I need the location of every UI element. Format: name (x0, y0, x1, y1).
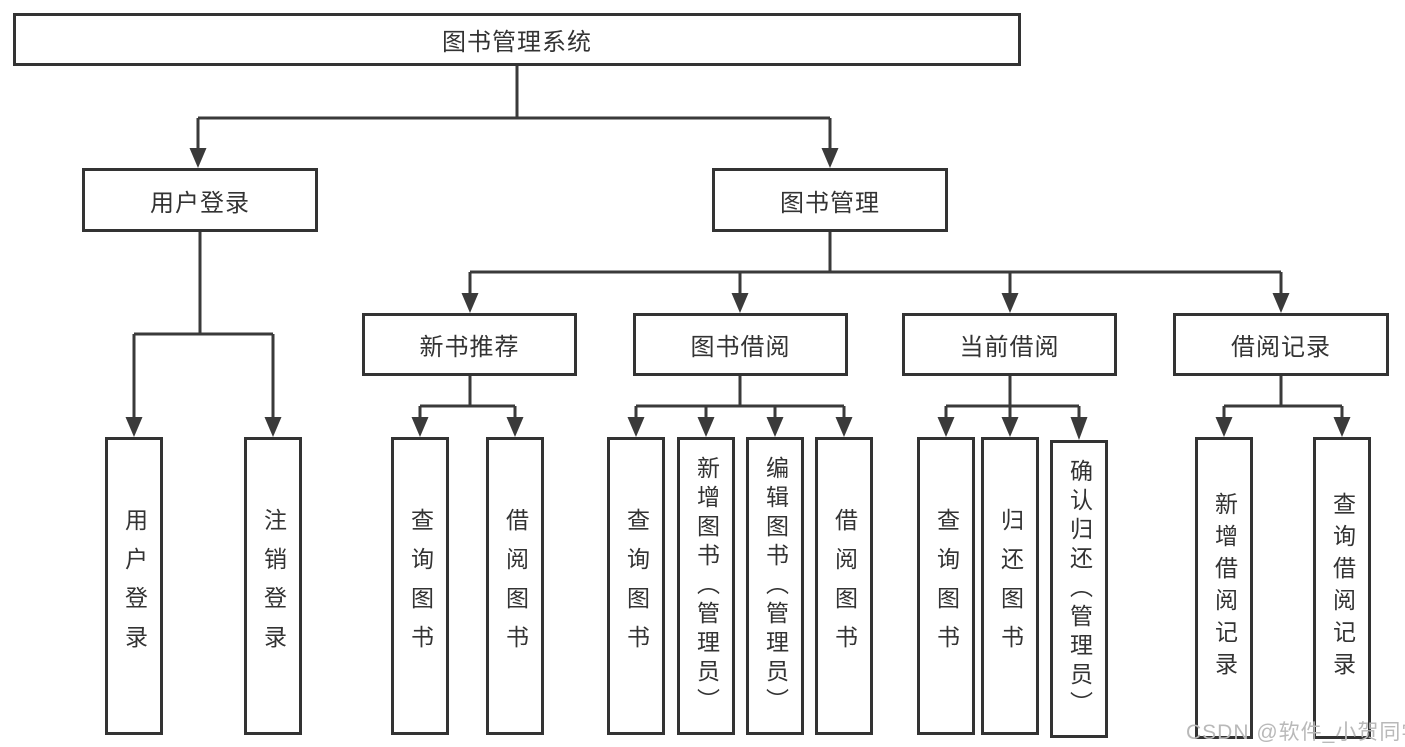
node-label: 查询借阅记录 (1329, 492, 1356, 684)
arrow-down-icon (264, 417, 282, 437)
node-label: 注销登录 (260, 508, 287, 664)
edge-user-login-to-leaves (132, 232, 275, 419)
arrow-down-icon (1215, 417, 1233, 437)
arrow-down-icon (1070, 417, 1088, 440)
leaf-add-books-admin: 新增图书（管理员） (677, 437, 735, 735)
arrow-down-icon (731, 293, 749, 313)
leaf-query-books: 查询图书 (607, 437, 665, 735)
edge-book-mgmt-to-level3 (468, 232, 1283, 295)
leaf-borrow-books: 借阅图书 (486, 437, 544, 735)
node-new-book-recommend: 新书推荐 (362, 313, 577, 376)
node-label: 图书借阅 (690, 334, 791, 361)
leaf-query-borrow-record: 查询借阅记录 (1313, 437, 1371, 739)
node-label: 图书管理 (780, 189, 880, 217)
arrow-down-icon (189, 148, 207, 168)
node-user-login: 用户登录 (82, 168, 318, 232)
node-label: 借阅图书 (502, 508, 529, 664)
arrow-down-icon (697, 417, 715, 437)
node-label: 当前借阅 (959, 334, 1060, 361)
arrow-down-icon (821, 148, 839, 168)
leaf-user-login: 用户登录 (105, 437, 163, 735)
node-label: 图书管理系统 (442, 29, 592, 56)
edge-root-to-level2 (196, 66, 832, 150)
edge-book-borrow-to-leaves (634, 376, 846, 419)
arrow-down-icon (1001, 293, 1019, 313)
arrow-down-icon (461, 293, 479, 313)
leaf-edit-books-admin: 编辑图书（管理员） (746, 437, 804, 735)
leaf-return-books: 归还图书 (981, 437, 1039, 735)
node-label: 确认归还（管理员） (1066, 458, 1093, 720)
csdn-watermark: CSDN @软件_小贺同学 (1186, 721, 1405, 744)
arrow-down-icon (1333, 417, 1351, 437)
leaf-query-books: 查询图书 (391, 437, 449, 735)
node-label: 用户登录 (121, 508, 148, 664)
node-label: 归还图书 (997, 508, 1024, 664)
edge-new-book-to-leaves (418, 376, 517, 419)
arrow-down-icon (937, 417, 955, 437)
arrow-down-icon (125, 417, 143, 437)
leaf-logout: 注销登录 (244, 437, 302, 735)
node-book-borrow: 图书借阅 (633, 313, 848, 376)
leaf-confirm-return-admin: 确认归还（管理员） (1050, 440, 1108, 738)
node-label: 查询图书 (407, 508, 434, 664)
leaf-query-books: 查询图书 (917, 437, 975, 735)
node-label: 新书推荐 (419, 334, 520, 361)
node-borrow-records: 借阅记录 (1173, 313, 1389, 376)
edge-borrow-records-to-leaves (1222, 376, 1344, 419)
node-label: 编辑图书（管理员） (762, 455, 789, 717)
arrow-down-icon (1001, 417, 1019, 437)
node-label: 借阅记录 (1231, 334, 1331, 361)
node-label: 查询图书 (623, 508, 650, 664)
node-label: 用户登录 (150, 189, 250, 217)
arrow-down-icon (835, 417, 853, 437)
node-root-library-system: 图书管理系统 (13, 13, 1021, 66)
node-label: 新增借阅记录 (1211, 492, 1238, 684)
edge-current-borrow-to-leaves (944, 376, 1081, 419)
node-book-management: 图书管理 (712, 168, 948, 232)
arrow-down-icon (411, 417, 429, 437)
node-label: 新增图书（管理员） (693, 455, 720, 717)
node-label: 查询图书 (933, 508, 960, 664)
arrow-down-icon (1272, 293, 1290, 313)
leaf-add-borrow-record: 新增借阅记录 (1195, 437, 1253, 739)
arrow-down-icon (627, 417, 645, 437)
node-current-borrow: 当前借阅 (902, 313, 1117, 376)
arrow-down-icon (506, 417, 524, 437)
node-label: 借阅图书 (831, 508, 858, 664)
leaf-borrow-books: 借阅图书 (815, 437, 873, 735)
arrow-down-icon (766, 417, 784, 437)
